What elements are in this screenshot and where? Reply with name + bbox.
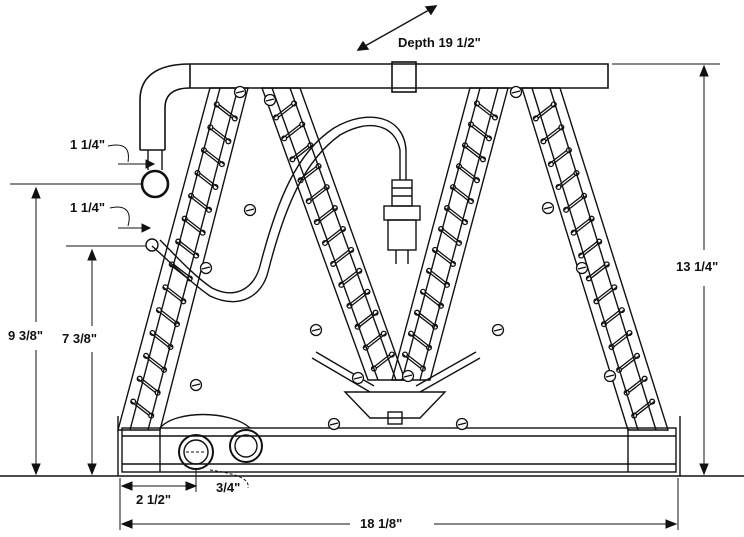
screw-icon [541,201,555,215]
coil-hairpin [608,329,633,351]
coil-hairpin [431,246,457,267]
liquid-line [145,116,407,303]
coil-hairpin [194,169,219,191]
dimension-lines [10,63,720,530]
suction-line-fitting [140,169,170,199]
coil-hairpin [473,100,499,121]
depth-arrow [356,5,438,51]
screw-icon [509,85,523,99]
coil-hairpin [346,288,371,309]
coil-hairpin [532,101,557,122]
coil-hairpin [213,101,238,122]
coil-hairpin [162,284,187,305]
coil-hairpin [407,330,433,351]
coil-hairpin [555,169,580,191]
screw-icon [575,261,589,275]
coil-hairpin [175,238,200,259]
coil-hairpin [273,100,298,121]
drain-pan [117,413,681,476]
coil-hairpin [401,351,427,372]
coil-hairpin [143,352,168,373]
coil-hairpin [370,351,395,372]
coil-hairpin [313,205,338,226]
screw-icon [603,369,617,383]
coil-hairpin [467,121,493,142]
coil-hairpin [168,261,193,282]
screw-icon [491,323,505,337]
liquid-height-label: 7 3/8" [62,331,98,346]
width-total-label: 18 1/8" [360,516,403,531]
coil-hairpin [425,267,451,288]
coil-hairpin [130,398,155,419]
coil-hairpin [354,309,379,330]
screw-icon [243,203,257,217]
primary-drain-fitting [178,434,214,470]
suction-height-label: 9 3/8" [8,328,44,343]
coil-hairpin [149,329,174,351]
screw-icon [233,85,247,99]
suction-offset-label: 1 1/4" [70,137,106,152]
right-outer-coil-slab [521,87,669,431]
coil-hairpin [631,398,656,419]
height-total-label: 13 1/4" [676,259,719,274]
coil-screws [189,85,617,431]
coil-hairpin [419,288,445,309]
coil-hairpin [155,307,180,328]
screw-icon [455,417,469,431]
coil-hairpin [413,309,439,330]
screw-icon [309,323,323,337]
coil-hairpin [297,163,322,184]
coil-hairpin [330,246,355,267]
screw-icon [351,371,365,385]
coil-hairpin [181,215,206,236]
coil-hairpin [585,261,610,282]
screw-icon [189,378,203,392]
coil-hairpin [200,147,225,168]
depth-label: Depth 19 1/2" [398,35,481,50]
top-manifold-tube [139,61,609,151]
screw-icon [327,417,341,431]
coil-hairpin [449,184,475,205]
coil-hairpin [570,215,595,236]
coil-hairpin [578,238,603,259]
center-drip-channel [311,351,481,425]
coil-hairpin [207,124,232,145]
screw-icon [263,93,277,107]
drain-offset-label: 2 1/2" [136,492,172,507]
coil-hairpin [547,147,572,168]
liquid-offset-label: 1 1/4" [70,200,106,215]
screw-icon [199,261,213,275]
coil-hairpin [600,307,625,328]
coil-hairpin [540,124,565,145]
coil-hairpin [289,142,314,163]
screw-icon [401,369,415,383]
coil-hairpin [305,184,330,205]
coil-hairpin [321,225,347,247]
coil-hairpin [437,225,463,247]
secondary-drain-fitting [229,429,263,463]
coil-hairpin [563,192,588,213]
coil-hairpin [616,352,641,373]
coil-hairpin [281,121,306,142]
quick-connect-fitting [383,179,421,264]
coil-hairpin [593,284,618,305]
coil-hairpin [362,330,387,351]
coil-hairpin [338,267,363,288]
drain-size-label: 3/4" [216,480,241,495]
coil-hairpin [136,375,161,396]
coil-hairpin [188,192,213,213]
coil-hairpin [455,163,481,184]
coil-fin-hairpins [130,100,656,419]
coil-hairpin [461,142,487,163]
coil-hairpin [623,375,648,396]
coil-hairpin [443,205,469,226]
